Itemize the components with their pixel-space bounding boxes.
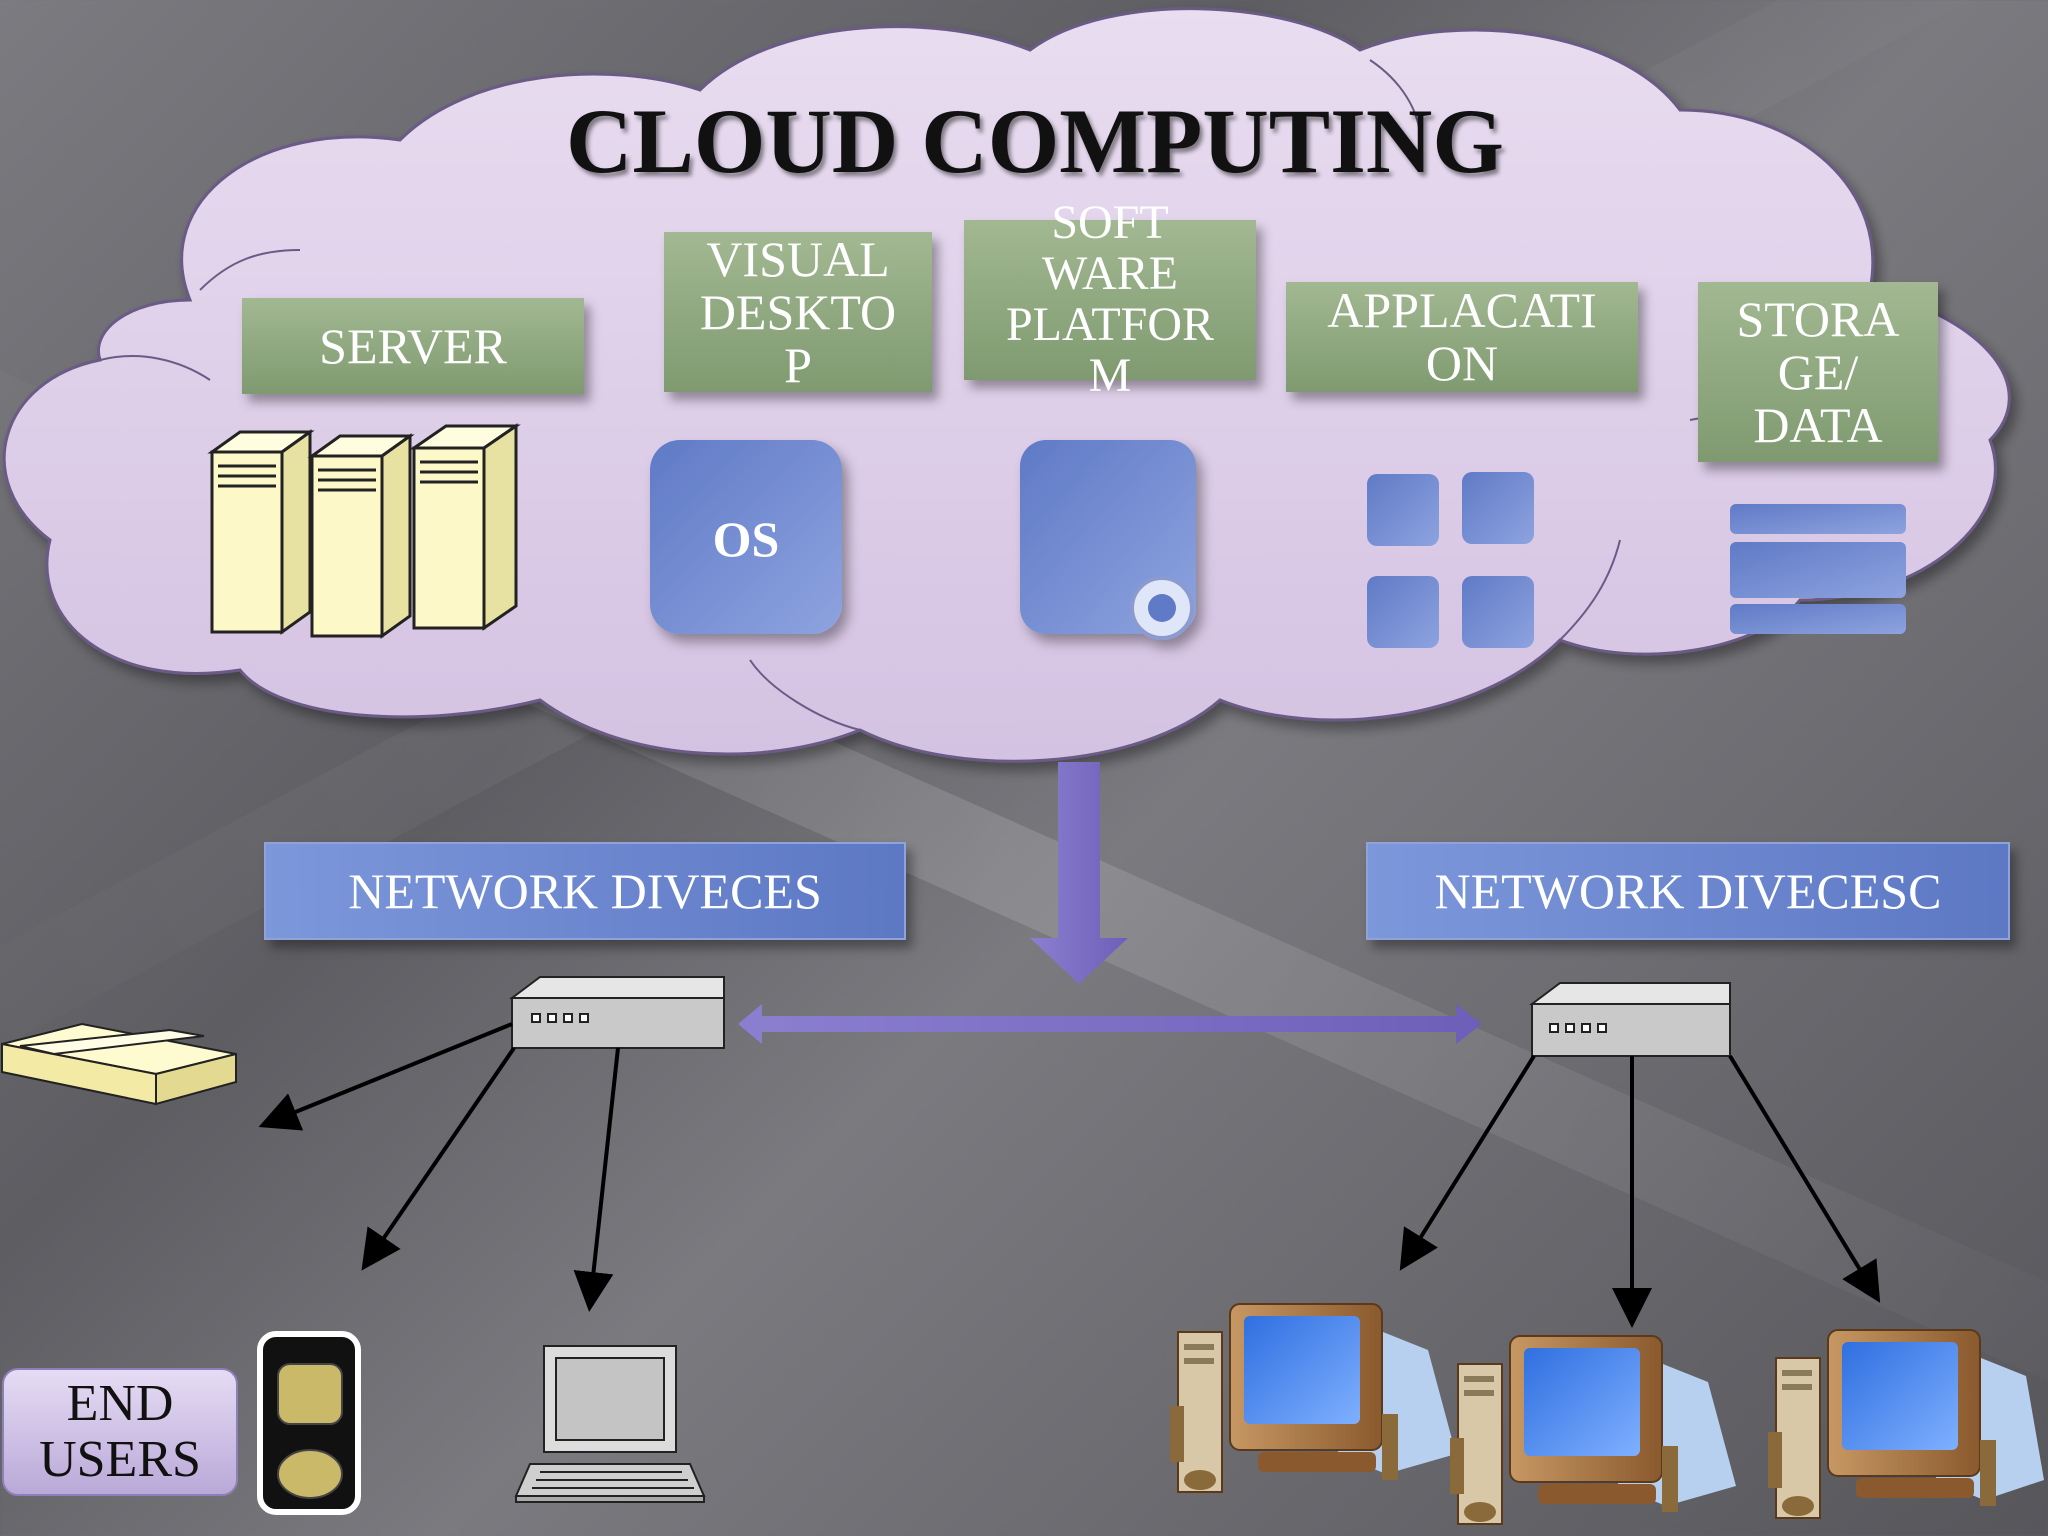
network-link-arrow [738,1004,1482,1044]
right-device-connectors [1399,1054,1881,1328]
desktop-computer-icon [1450,1335,1736,1525]
os-label: OS [712,511,780,567]
diagram-title: CLOUD COMPUTING [566,90,1504,192]
left-device-connectors [258,1022,620,1312]
scanner-icon [1,1022,237,1106]
storage-stack-icon [1730,504,1906,634]
application-grid-icon [1367,472,1534,648]
right-switch-icon [1529,982,1731,1057]
desktop-computer-icon [1768,1329,2044,1519]
laptop-icon [514,1345,706,1503]
platform-tile-icon [1020,440,1196,640]
virtual-desktop-label: VISUAL DESKTO P [664,232,932,392]
storage-label: STORA GE/ DATA [1698,282,1938,462]
server-label: SERVER [242,298,584,394]
left-network-label: NETWORK DIVECES [264,842,906,940]
application-label: APPLACATI ON [1286,282,1638,392]
desktop-computer-icon [1170,1303,1456,1493]
software-platform-label: SOFT WARE PLATFOR M [964,197,1256,401]
server-icon [207,423,521,639]
left-switch-icon [509,976,725,1049]
os-tile-icon [650,440,842,634]
cloud-to-network-arrow [1030,762,1128,984]
right-network-label: NETWORK DIVECESC [1366,842,2010,940]
mobile-phone-icon [257,1331,361,1515]
end-users-label: END USERS [2,1368,238,1496]
